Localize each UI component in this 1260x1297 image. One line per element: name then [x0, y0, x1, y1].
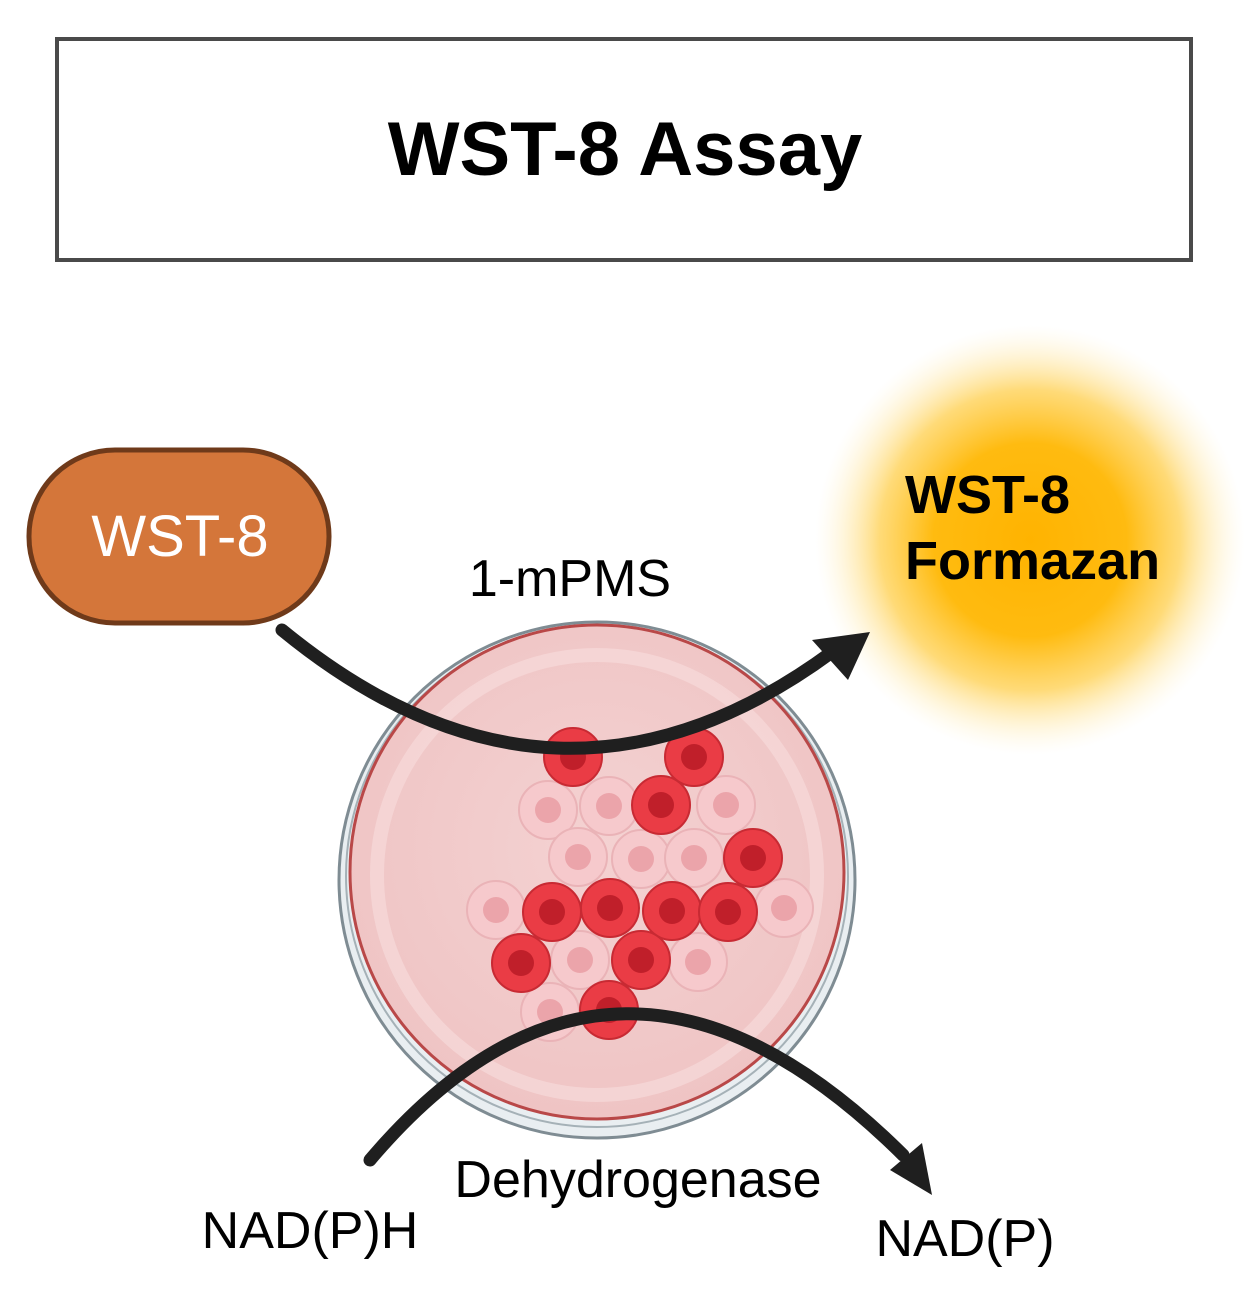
cell-nucleus-icon — [648, 792, 674, 818]
upper-arrow-icon — [275, 623, 839, 755]
reagent-pill: WST-8 — [26, 447, 332, 626]
lower-arrow — [363, 1007, 932, 1195]
cell-nucleus-icon — [597, 895, 623, 921]
cell-nucleus-icon — [596, 793, 622, 819]
cell-nucleus-icon — [659, 898, 685, 924]
mediator-label: 1-mPMS — [469, 550, 671, 608]
cell-nucleus-icon — [567, 947, 593, 973]
cell-nucleus-icon — [681, 744, 707, 770]
cell-nucleus-icon — [628, 947, 654, 973]
upper-arrowhead-icon — [812, 632, 870, 680]
reagent-label: WST-8 — [91, 504, 268, 569]
cell-nucleus-icon — [535, 797, 561, 823]
page-title: WST-8 Assay — [388, 107, 862, 192]
cofactor-out-label: NAD(P) — [875, 1210, 1054, 1268]
cell-nucleus-icon — [771, 895, 797, 921]
cofactor-in-label: NAD(P)H — [202, 1202, 419, 1260]
cell-nucleus-icon — [539, 899, 565, 925]
lower-arrow-icon — [363, 1007, 910, 1167]
enzyme-label: Dehydrogenase — [454, 1151, 821, 1209]
cell-nucleus-icon — [713, 792, 739, 818]
upper-arrow — [275, 623, 870, 755]
product-glow: WST-8 Formazan — [815, 325, 1245, 755]
title-box: WST-8 Assay — [55, 37, 1193, 262]
cell-nucleus-icon — [685, 949, 711, 975]
cell-nucleus-icon — [681, 845, 707, 871]
cell-nucleus-icon — [740, 845, 766, 871]
product-label-line2: Formazan — [905, 531, 1160, 591]
cell-nucleus-icon — [715, 899, 741, 925]
product-label-line1: WST-8 — [905, 465, 1070, 525]
lower-arrowhead-icon — [890, 1143, 932, 1195]
cell-nucleus-icon — [508, 950, 534, 976]
cell-nucleus-icon — [483, 897, 509, 923]
formazan-glow-icon — [815, 325, 1245, 755]
cell-cluster — [466, 727, 814, 1042]
cell-nucleus-icon — [628, 846, 654, 872]
cell-nucleus-icon — [565, 844, 591, 870]
